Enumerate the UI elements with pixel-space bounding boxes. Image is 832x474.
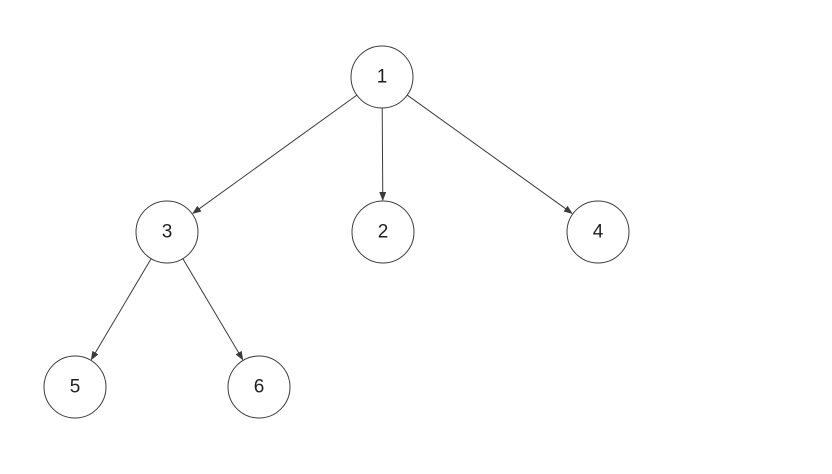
edge-1-to-4 [406, 94, 573, 214]
node-label-6: 6 [254, 377, 265, 398]
tree-node-2: 2 [351, 200, 415, 264]
tree-node-5: 5 [43, 355, 107, 419]
node-label-2: 2 [378, 222, 389, 243]
node-circle-3 [135, 200, 199, 264]
edges-layer [90, 94, 573, 361]
node-circle-1 [350, 45, 414, 109]
tree-node-6: 6 [227, 355, 291, 419]
node-label-3: 3 [162, 222, 173, 243]
tree-node-1: 1 [350, 45, 414, 109]
edge-1-to-3 [192, 94, 358, 214]
node-circle-2 [351, 200, 415, 264]
node-label-4: 4 [593, 222, 604, 243]
edge-3-to-6 [182, 258, 244, 361]
edge-3-to-5 [90, 258, 152, 361]
tree-node-4: 4 [566, 200, 630, 264]
node-circle-5 [43, 355, 107, 419]
tree-node-3: 3 [135, 200, 199, 264]
node-circle-4 [566, 200, 630, 264]
edge-1-to-2 [379, 107, 387, 202]
node-circle-6 [227, 355, 291, 419]
node-label-5: 5 [70, 377, 81, 398]
nodes-layer: 1 3 2 4 5 6 [43, 45, 630, 419]
node-label-1: 1 [377, 67, 388, 88]
